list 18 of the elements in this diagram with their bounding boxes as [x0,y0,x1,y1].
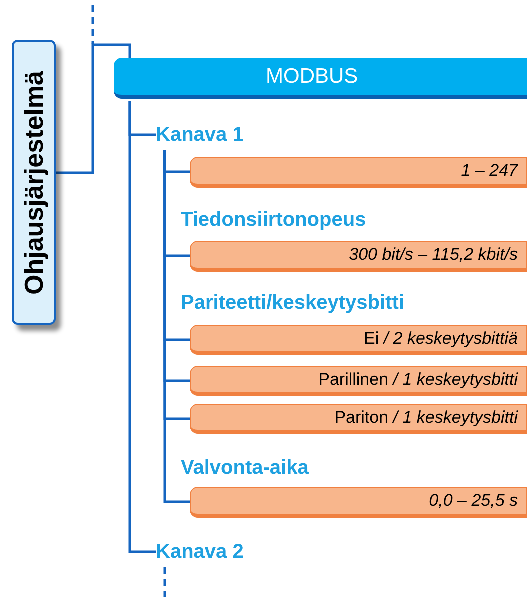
parameter-heading: Pariteetti/keskeytysbitti [181,291,404,316]
connector-line [56,44,132,174]
parameter-heading: Tiedonsiirtonopeus [181,208,366,233]
value-bar: Ei / 2 keskeytysbittiä [190,325,527,355]
value-bar: 1 – 247 [190,157,527,188]
connector-line [164,150,190,504]
channel-heading: Kanava 2 [156,539,266,565]
value-bar: 300 bit/s – 115,2 kbit/s [190,241,527,272]
connector-line [164,567,166,597]
protocol-header-bar: MODBUS [114,58,527,99]
value-bar: Parillinen / 1 keskeytysbitti [190,366,527,396]
system-label: Ohjausjärjestelmä [21,70,47,294]
connector-line [128,101,156,554]
channel-heading: Kanava 1 [156,122,266,148]
value-bar: Pariton / 1 keskeytysbitti [190,404,527,434]
parameter-heading: Valvonta-aika [181,456,309,481]
system-box [12,40,56,325]
value-bar: 0,0 – 25,5 s [190,487,527,518]
